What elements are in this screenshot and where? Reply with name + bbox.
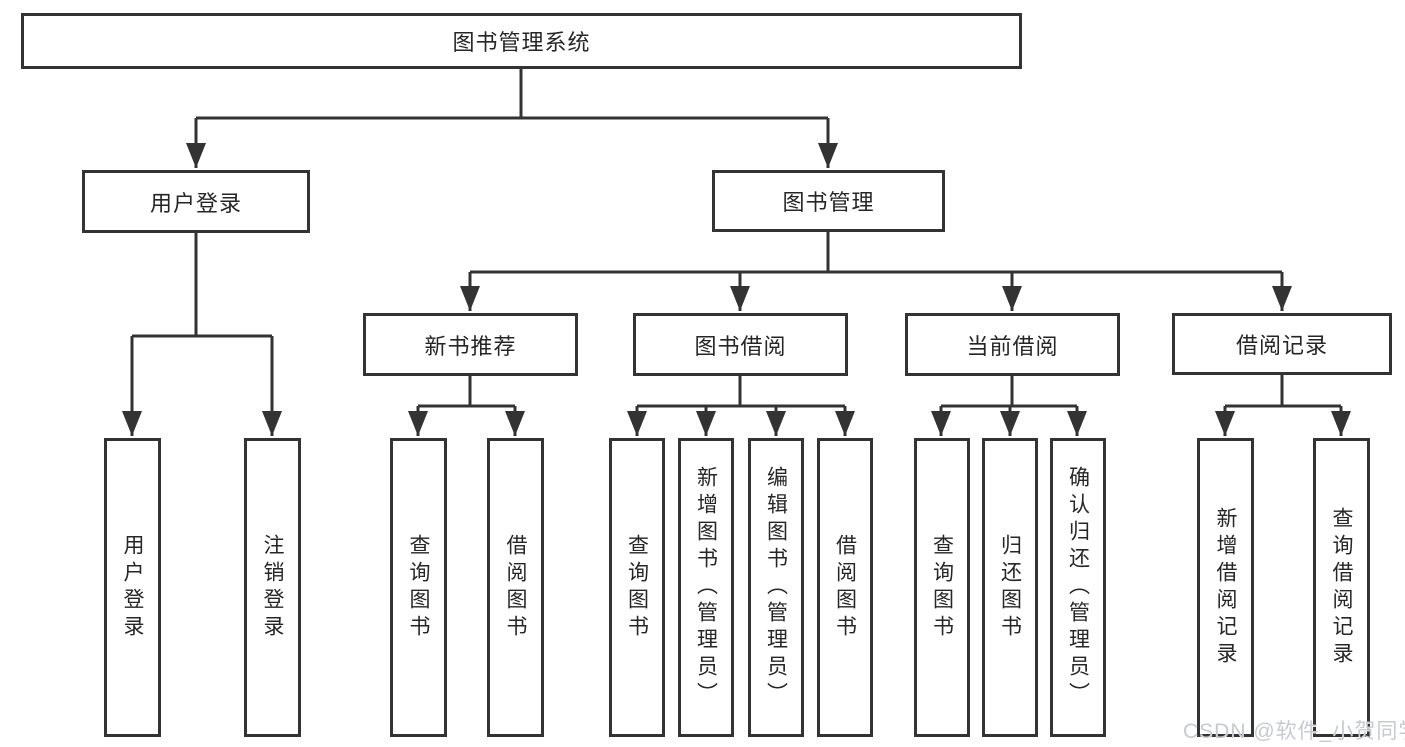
node-new-book-recommend: 新书推荐: [363, 313, 578, 376]
leaf-add-borrow-record: 新增借阅记录: [1197, 438, 1254, 737]
leaf-edit-books-admin: 编辑图书（管理员）: [748, 438, 804, 737]
leaf-query-borrow-record: 查询借阅记录: [1313, 438, 1370, 737]
connector-root-group: [186, 68, 838, 168]
leaf-return-books: 归还图书: [982, 438, 1038, 737]
leaf-user-login: 用户登录: [104, 438, 161, 737]
node-borrow-records: 借阅记录: [1172, 313, 1392, 375]
connector-user-login-group: [122, 232, 282, 436]
connector-new-book-group: [408, 375, 525, 436]
leaf-confirm-return-admin: 确认归还（管理员）: [1050, 438, 1106, 737]
leaf-logout: 注销登录: [244, 438, 301, 737]
csdn-watermark: CSDN @软件_小贺同学: [1183, 720, 1405, 743]
connector-book-management-group: [460, 231, 1292, 311]
leaf-query-books-recommend: 查询图书: [390, 438, 447, 737]
connector-book-borrow-group: [627, 375, 855, 436]
leaf-borrow-books-recommend: 借阅图书: [487, 438, 544, 737]
node-user-login: 用户登录: [82, 170, 310, 233]
connector-records-group: [1215, 375, 1351, 436]
leaf-add-books-admin: 新增图书（管理员）: [678, 438, 734, 737]
node-current-borrowing: 当前借阅: [905, 313, 1120, 376]
leaf-query-books-borrow: 查询图书: [609, 438, 665, 737]
node-book-borrowing: 图书借阅: [633, 313, 848, 376]
node-root-system: 图书管理系统: [21, 13, 1022, 69]
leaf-borrow-books: 借阅图书: [817, 438, 873, 737]
connector-current-borrow-group: [931, 375, 1087, 436]
node-book-management: 图书管理: [712, 170, 945, 232]
leaf-query-books-current: 查询图书: [914, 438, 970, 737]
